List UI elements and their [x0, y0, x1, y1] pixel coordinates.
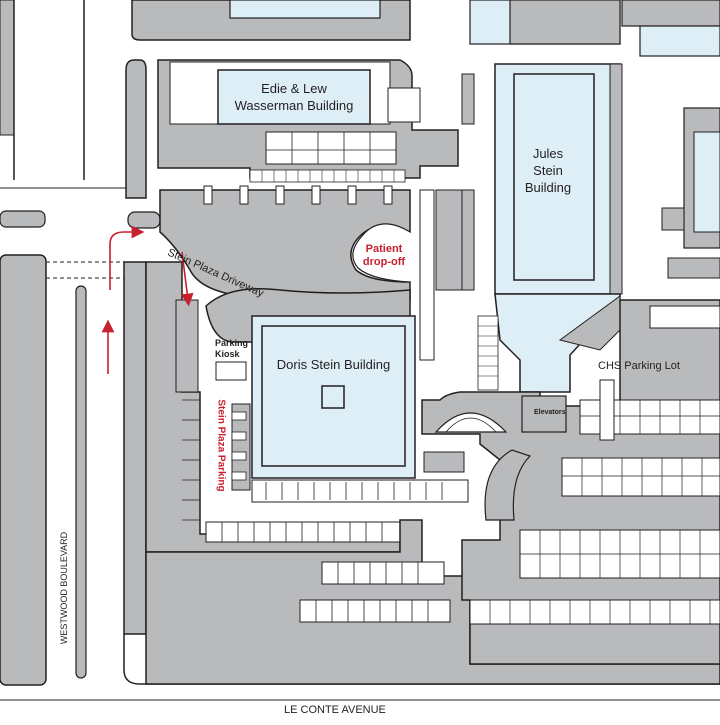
westwood-lower-curb — [123, 261, 147, 635]
chs-parking-lot-label: CHS Parking Lot — [598, 360, 680, 372]
parking-kiosk — [215, 361, 247, 381]
westwood-median-strip — [75, 285, 87, 679]
westwood-median-top — [14, 0, 84, 180]
top-right-block — [621, 0, 720, 27]
patient-dropoff-loop — [352, 223, 411, 283]
top-mid-gray — [509, 0, 621, 45]
parking-kiosk-line2: Kiosk — [215, 349, 240, 359]
wasserman-line1: Edie & Lew — [261, 81, 327, 96]
jules-stein-label: Jules Stein Building — [514, 145, 582, 196]
left-building-strip — [0, 0, 15, 136]
parking-kiosk-line1: Parking — [215, 338, 249, 348]
arrow-down — [180, 251, 194, 307]
top-building-blue — [229, 0, 381, 19]
ramp-curve — [484, 449, 532, 521]
jules-stein-building — [513, 73, 595, 281]
chs-lot-row-4 — [469, 599, 720, 625]
stein-plaza-parking-label: Stein Plaza Parking — [215, 399, 227, 492]
jules-stein-line3: Building — [524, 180, 572, 195]
top-right-blue — [639, 25, 720, 57]
wasserman-building — [217, 69, 371, 125]
le-conte-street-label: LE CONTE AVENUE — [284, 704, 386, 716]
westwood-left-curb — [0, 254, 47, 686]
westwood-street-label: WESTWOOD BOULEVARD — [59, 531, 69, 645]
southwest-corner — [123, 634, 720, 685]
elevators-label: Elevators — [534, 409, 566, 416]
westwood-right-curb — [125, 59, 147, 199]
patient-dropoff-line2: drop-off — [362, 256, 406, 268]
wasserman-line2: Wasserman Building — [234, 98, 354, 113]
crosswalk-median — [0, 210, 46, 228]
parking-kiosk-label: Parking Kiosk — [215, 338, 248, 360]
doris-stein-label: Doris Stein Building — [276, 357, 391, 372]
elevators-block — [521, 395, 567, 433]
chs-lot-row-2 — [561, 457, 720, 497]
jules-stein-line2: Stein — [533, 163, 563, 178]
wasserman-label: Edie & Lew Wasserman Building — [218, 80, 370, 114]
jules-stein-line1: Jules — [532, 146, 564, 161]
driveway-island — [127, 211, 161, 229]
doris-stein-atrium — [321, 385, 345, 409]
patient-dropoff-line1: Patient — [365, 243, 403, 255]
patient-dropoff-label: Patient drop-off — [362, 243, 406, 269]
entry-plaza-arc — [434, 412, 508, 433]
arrow-turn-right — [109, 225, 145, 290]
